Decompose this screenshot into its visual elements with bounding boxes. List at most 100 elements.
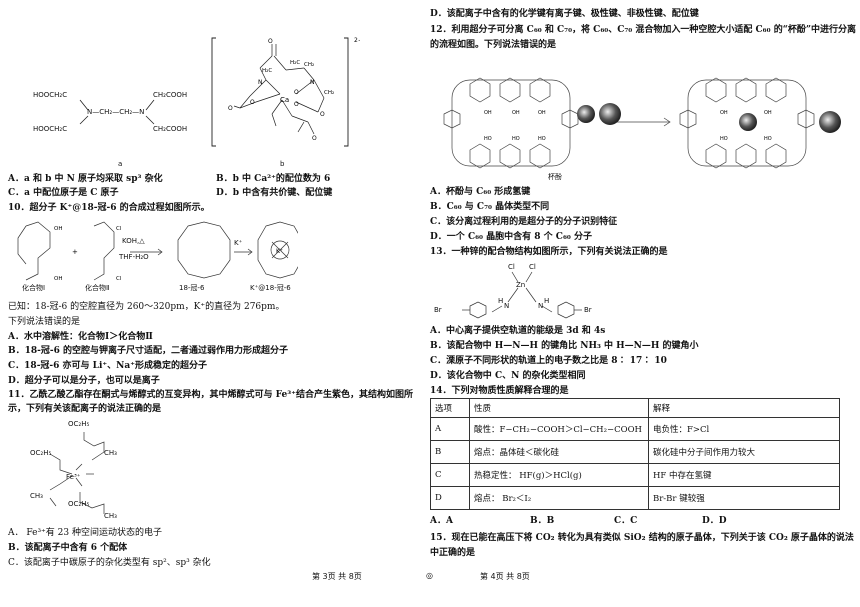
svg-text:OH: OH (512, 110, 520, 116)
q14-row-c-option: C (430, 463, 470, 487)
svg-text:OH: OH (54, 226, 62, 232)
q14-row-b-property: 熔点：晶体硅＜碳化硅 (469, 440, 649, 464)
q13-h-2: H (544, 297, 550, 305)
q15-stem-1: 15．现在已能在高压下将 CO₂ 转化为具有类似 SiO₂ 结构的原子晶体，下列… (430, 533, 854, 543)
q13-h-1: H (498, 297, 504, 305)
q10-compound-1-label: 化合物Ⅰ (22, 284, 46, 292)
prev-option-c: C．a 中配位原子是 C 原子 (8, 188, 119, 198)
table-row: A 酸性：F−CH₂−COOH＞Cl−CH₂−COOH 电负性：F>Cl (430, 417, 840, 441)
q14-table-header: 选项 性质 解释 (430, 398, 840, 418)
q13-option-b: B．该配合物中 H—N—H 的键角比 NH₃ 中 H—N—H 的键角小 (430, 341, 699, 351)
left-page: HOOCH₂C HOOCH₂C N—CH₂—CH₂—N CH₂COOH CH₂C… (0, 0, 420, 607)
q13-option-a: A．中心离子提供空轨道的能级是 3d 和 4s (430, 326, 606, 336)
q10-scheme-drawing: OH OH Cl Cl + K⁺ (17, 221, 298, 282)
q11-stem-2: 示，下列有关该配离子的说法正确的是 (8, 404, 162, 414)
q10-ask: 下列说法错误的是 (8, 317, 81, 327)
svg-text:Ca: Ca (280, 96, 289, 104)
q14-row-b-explanation: 碳化硅中分子间作用力较大 (648, 440, 840, 464)
q14-row-a-explanation: 电负性：F>Cl (648, 417, 840, 441)
svg-text:HO: HO (484, 136, 492, 142)
q11-fig-ch3-b: CH₃ (30, 492, 43, 500)
q13-n-1: N (504, 302, 510, 310)
svg-text:CH₂: CH₂ (324, 90, 334, 96)
q11-option-c: C．该配离子中碳原子的杂化类型有 sp²、sp³ 杂化 (8, 558, 211, 568)
table-row: C 热稳定性： HF(g)＞HCl(g) HF 中存在氢键 (430, 463, 840, 487)
fig-a-tr: CH₂COOH (153, 91, 188, 99)
q12-stem-2: 的流程如图。下列说法错误的是 (430, 40, 557, 50)
svg-text:OH: OH (720, 110, 728, 116)
q14-answer-a: A．A (430, 516, 453, 526)
q13-br-1: Br (434, 306, 442, 314)
q11-option-b: B．该配离子中含有 6 个配体 (8, 543, 128, 553)
q14-answer-d: D．D (702, 516, 727, 526)
fig-a-bl: HOOCH₂C (33, 125, 68, 133)
q14-header-explanation: 解释 (648, 398, 840, 418)
q13-cl-1: Cl (508, 263, 515, 271)
q12-option-d: D．一个 C₆₀ 晶胞中含有 8 个 C₆₀ 分子 (430, 232, 592, 242)
left-page-footer: 第 3页 共 8页 (312, 572, 362, 581)
q14-answer-c: C．C (614, 516, 638, 526)
q13-stem: 13．一种锌的配合物结构如图所示，下列有关说法正确的是 (430, 247, 668, 257)
svg-text:Cl: Cl (116, 226, 122, 232)
prev-option-d: D．b 中含有共价键、配位键 (216, 188, 333, 198)
center-mark: ◎ (426, 571, 433, 580)
prev-option-b: B．b 中 Ca²⁺的配位数为 6 (216, 174, 331, 184)
q13-br-2: Br (584, 306, 592, 314)
q11-structure-drawing (49, 432, 105, 514)
q14-row-c-explanation: HF 中存在氢键 (648, 463, 840, 487)
q11-fig-ch3-a: CH₃ (104, 449, 117, 457)
svg-text:N: N (310, 79, 315, 86)
q10-option-b: B．18-冠-6 的空腔与钾离子尺寸适配，二者通过弱作用力形成超分子 (8, 346, 288, 356)
fig-a-br: CH₂COOH (153, 125, 188, 133)
svg-text:O: O (294, 101, 299, 108)
q14-row-b-option: B (430, 440, 470, 464)
svg-text:OH: OH (538, 110, 546, 116)
svg-text:+: + (72, 248, 78, 256)
svg-text:OH: OH (764, 110, 772, 116)
right-page: D．该配离子中含有的化学键有离子键、极性键、非极性键、配位键 12．利用超分子可… (430, 0, 856, 607)
q14-row-a-property: 酸性：F−CH₂−COOH＞Cl−CH₂−COOH (469, 417, 649, 441)
svg-text:O: O (312, 135, 317, 142)
svg-text:2−: 2− (354, 37, 360, 44)
q10-reagent-1: KOH,△ (122, 237, 145, 245)
q15-stem-2: 中正确的是 (430, 548, 476, 558)
q12-calixarene-label: 杯酚 (548, 173, 562, 181)
q12-option-c: C．该分离过程利用的是超分子的分子识别特征 (430, 217, 618, 227)
q11-option-d: D．该配离子中含有的化学键有离子键、极性键、非极性键、配位键 (430, 9, 699, 19)
table-row: D 熔点： Br₂＜I₂ Br-Br 键较强 (430, 486, 840, 510)
q13-structure-drawing (462, 271, 582, 319)
svg-text:HO: HO (512, 136, 520, 142)
q10-known: 已知：18-冠-6 的空腔直径为 260～320pm，K⁺的直径为 276pm。 (8, 302, 285, 312)
q13-n-2: N (538, 302, 544, 310)
fig-a-bonds (79, 99, 155, 125)
q10-option-a: A．水中溶解性：化合物Ⅰ＞化合物Ⅱ (8, 332, 153, 342)
q14-stem: 14．下列对物质性质解释合理的是 (430, 386, 569, 396)
fig-b-caption: b (280, 160, 285, 168)
svg-text:O: O (294, 89, 299, 96)
svg-text:H₂C: H₂C (290, 60, 300, 66)
svg-text:OH: OH (54, 276, 62, 282)
q11-fig-metal: Fe³⁺ (66, 473, 81, 481)
q12-stem-1: 12．利用超分子可分离 C₆₀ 和 C₇₀，将 C₆₀、C₇₀ 混合物加入一种空… (430, 25, 857, 35)
q11-fig-top-ester: OC₂H₅ (68, 420, 90, 428)
q14-header-option: 选项 (430, 398, 470, 418)
q10-option-d: D．超分子可以是分子，也可以是离子 (8, 376, 160, 386)
q11-fig-ch3-c: CH₃ (104, 512, 117, 520)
svg-text:HO: HO (720, 136, 728, 142)
table-row: B 熔点：晶体硅＜碳化硅 碳化硅中分子间作用力较大 (430, 440, 840, 464)
q10-complex-label: K⁺@18-冠-6 (250, 284, 291, 292)
svg-text:CH₂: CH₂ (304, 62, 314, 68)
q14-header-property: 性质 (469, 398, 649, 418)
fig-b-drawing: O Ca N N O O O O O O H₂C H₂C CH₂ CH₂ 2− (211, 37, 360, 147)
q10-option-c: C．18-冠-6 亦可与 Li⁺、Na⁺形成稳定的超分子 (8, 361, 207, 371)
fig-a-caption: a (118, 160, 123, 168)
svg-text:O: O (320, 111, 325, 118)
q14-row-a-option: A (430, 417, 470, 441)
svg-text:O: O (268, 38, 273, 45)
q14-row-d-property: 熔点： Br₂＜I₂ (469, 486, 649, 510)
q13-zn: Zn (516, 281, 526, 289)
svg-text:O: O (228, 105, 233, 112)
q13-cl-2: Cl (529, 263, 536, 271)
q11-fig-left-ester: OC₂H₅ (30, 449, 52, 457)
